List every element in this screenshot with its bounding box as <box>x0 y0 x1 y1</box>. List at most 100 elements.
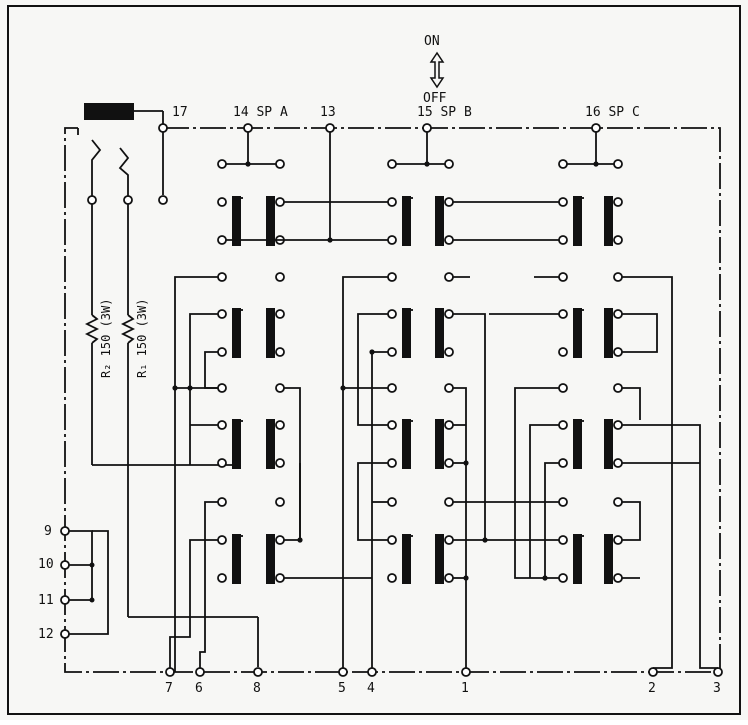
terminal-5 <box>338 667 348 677</box>
contact-bar <box>402 534 411 584</box>
terminal-16-label: 16 SP C <box>585 105 640 120</box>
wire <box>622 276 673 669</box>
terminal-12-label: 12 <box>38 627 54 642</box>
contact-bar <box>604 196 613 246</box>
contact-terminal <box>558 347 568 357</box>
contact-terminal <box>387 420 397 430</box>
contact-terminal <box>613 458 623 468</box>
r2-resistor <box>84 314 100 344</box>
contact-bar <box>266 196 275 246</box>
contact-terminal <box>217 383 227 393</box>
terminal-15 <box>422 123 432 133</box>
terminal-6 <box>195 667 205 677</box>
contact-terminal <box>613 197 623 207</box>
contact-bar <box>604 419 613 469</box>
terminal-7-label: 7 <box>165 681 173 696</box>
contact-bar <box>604 534 613 584</box>
wire <box>169 539 218 668</box>
terminal-2-label: 2 <box>648 681 656 696</box>
wire <box>199 501 218 668</box>
junction-dot <box>463 460 469 466</box>
contact-terminal <box>275 497 285 507</box>
terminal-17 <box>158 123 168 133</box>
terminal-5-label: 5 <box>338 681 346 696</box>
contact-terminal <box>613 573 623 583</box>
wire <box>453 387 467 668</box>
contact-bar <box>232 419 241 469</box>
terminal-14-label: 14 SP A <box>233 105 288 120</box>
wire <box>357 313 388 426</box>
contact-terminal <box>387 197 397 207</box>
off-label: OFF <box>423 91 447 106</box>
interconnect-wires <box>169 132 718 672</box>
terminal-13-label: 13 <box>320 105 336 120</box>
r2-label: R₂ 150 (3W) <box>99 299 113 378</box>
double-arrow-icon <box>429 51 445 89</box>
wire <box>371 351 388 668</box>
contact-terminal <box>444 309 454 319</box>
terminal-15-label: 15 SP B <box>417 105 472 120</box>
wire <box>622 313 658 353</box>
junction-dot <box>245 161 251 167</box>
contact-bar <box>266 534 275 584</box>
contact-terminal <box>275 309 285 319</box>
contact-terminal <box>387 458 397 468</box>
terminal-13 <box>325 123 335 133</box>
contact-bar <box>435 534 444 584</box>
terminal-4 <box>367 667 377 677</box>
contact-terminal <box>444 159 454 169</box>
terminal-8-label: 8 <box>253 681 261 696</box>
contact-bar <box>402 196 411 246</box>
r1-label: R₁ 150 (3W) <box>135 299 149 378</box>
contact-terminal <box>558 458 568 468</box>
contact-terminal <box>387 159 397 169</box>
r1-resistor <box>120 314 136 344</box>
terminal-9 <box>60 526 70 536</box>
contact-terminal <box>217 159 227 169</box>
contact-terminal <box>444 573 454 583</box>
contact-bar <box>402 419 411 469</box>
wire <box>189 313 218 465</box>
contact-terminal <box>444 458 454 468</box>
contact-terminal <box>275 383 285 393</box>
wire <box>453 313 486 541</box>
contact-terminal <box>558 197 568 207</box>
terminal-12 <box>60 629 70 639</box>
contact-terminal <box>387 383 397 393</box>
wire <box>284 387 301 541</box>
contact-terminal <box>217 420 227 430</box>
contact-terminal <box>558 497 568 507</box>
contact-terminal <box>217 235 227 245</box>
contact-bar <box>435 308 444 358</box>
contact-terminal <box>444 272 454 282</box>
contact-bar <box>232 308 241 358</box>
wire <box>357 462 388 541</box>
wire <box>544 462 559 578</box>
switch-contacts <box>217 159 623 584</box>
contact-bar <box>573 419 582 469</box>
contact-bar <box>573 196 582 246</box>
junction-dot <box>327 237 333 243</box>
wire <box>174 276 218 672</box>
contact-terminal <box>387 235 397 245</box>
contact-terminal <box>275 535 285 545</box>
terminal-1-label: 1 <box>461 681 469 696</box>
lamp-block <box>84 103 134 120</box>
contact-terminal <box>613 535 623 545</box>
wire <box>514 387 559 579</box>
contact-terminal <box>275 272 285 282</box>
junction-dot <box>340 385 346 391</box>
contact-terminal <box>613 159 623 169</box>
wire <box>622 501 641 541</box>
wire <box>342 276 388 668</box>
contact-terminal <box>275 159 285 169</box>
contact-terminal <box>217 309 227 319</box>
contact-terminal <box>444 347 454 357</box>
contact-terminal <box>558 159 568 169</box>
contact-terminal <box>387 347 397 357</box>
contact-terminal <box>444 197 454 207</box>
terminal-10-label: 10 <box>38 557 54 572</box>
contact-terminal <box>387 272 397 282</box>
terminal-9-label: 9 <box>44 524 52 539</box>
